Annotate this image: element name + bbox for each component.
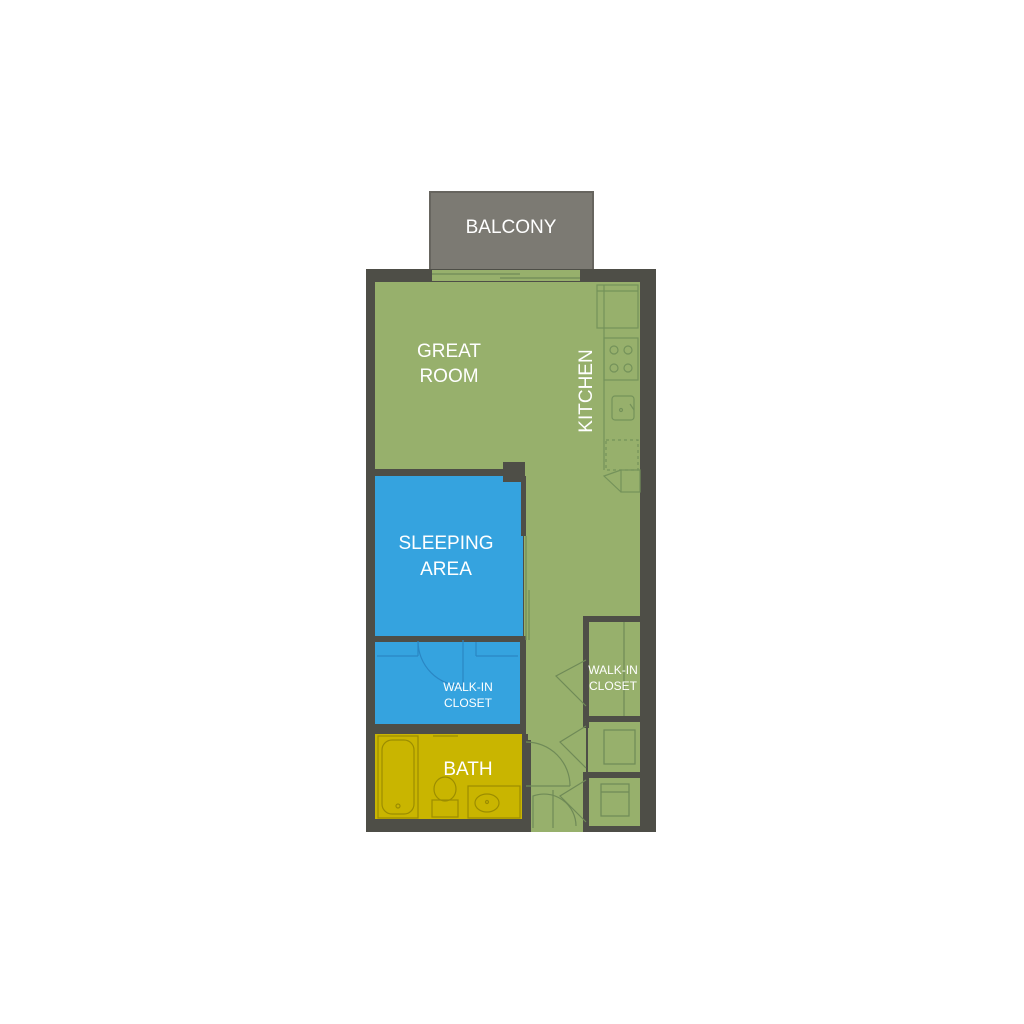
sleeping-area-label-2: AREA [420,559,472,580]
bath-door-icon [525,741,571,787]
entry-door-icon [532,790,577,828]
closet-shelves-left [377,642,518,657]
wall-closet-r-top [583,616,641,622]
wall-bath-right [522,734,528,832]
walkin-closet-right-label-1: WALK-IN [588,663,638,677]
wall-storage-mid [583,772,641,778]
walkin-closet-left-label-2: CLOSET [444,696,493,710]
entry-door-gap [531,826,583,832]
balcony-slider-door [432,270,580,281]
kitchen-label: KITCHEN [576,349,597,432]
walkin-closet-right-floor [588,622,640,716]
balcony-area [430,192,593,270]
storage-closet-2 [588,778,640,826]
wall-sleeping-top [375,469,525,476]
great-room-label-1: GREAT [417,341,481,362]
wall-bath-bottom [366,819,528,832]
great-room-label-2: ROOM [419,366,478,387]
closet-right-door-icon [555,622,625,716]
vanity-sink-icon [467,785,521,819]
sleeping-area-label-1: SLEEPING [398,533,493,554]
sink-icon [611,395,635,421]
wall-sleeping-bottom [375,636,525,642]
storage-closet-1-door-icon [559,725,636,769]
wall-closet-r-left [583,616,589,728]
walkin-closet-left-label-1: WALK-IN [443,680,493,694]
balcony-label: BALCONY [466,217,557,238]
wall-closet-r-bottom [583,716,641,722]
wall-column [503,462,525,482]
wall-closet-right [520,636,526,730]
bathtub-icon [377,735,419,819]
toilet-icon [431,776,459,818]
bath-label: BATH [443,759,492,780]
wall-sleeping-right [521,476,526,536]
pantry-door-icon [602,469,641,493]
closet-door-icon [417,640,464,687]
sleeping-area-floor [375,476,523,636]
wall-closet-bottom [375,724,526,734]
water-heater-icon [559,779,630,823]
wall-storage-left [583,778,589,832]
walkin-closet-right-label-2: CLOSET [589,679,638,693]
